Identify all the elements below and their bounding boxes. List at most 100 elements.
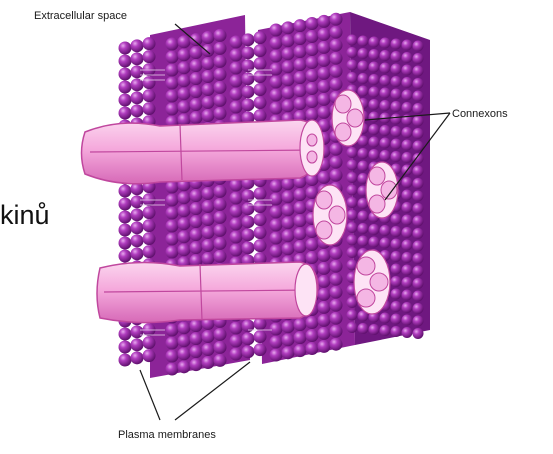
lipid-bead: [369, 49, 380, 60]
lipid-bead: [270, 245, 283, 258]
lipid-bead: [330, 169, 343, 182]
lipid-bead: [242, 98, 255, 111]
lipid-bead: [270, 89, 283, 102]
lipid-bead: [119, 211, 132, 224]
lipid-bead: [166, 207, 179, 220]
lipid-bead: [330, 52, 343, 65]
lipid-bead: [306, 56, 319, 69]
lipid-bead: [402, 315, 413, 326]
lipid-bead: [119, 94, 132, 107]
lipid-bead: [347, 47, 358, 58]
lipid-bead: [282, 60, 295, 73]
lipid-bead: [119, 107, 132, 120]
lipid-bead: [402, 227, 413, 238]
lipid-bead: [413, 278, 424, 289]
lipid-bead: [358, 323, 369, 334]
lipid-bead: [318, 314, 331, 327]
lipid-bead: [369, 74, 380, 85]
lipid-bead: [254, 187, 267, 200]
lipid-bead: [190, 358, 203, 371]
lipid-bead: [402, 52, 413, 63]
lipid-bead: [282, 216, 295, 229]
lipid-bead: [391, 76, 402, 87]
lipid-bead: [413, 241, 424, 252]
lipid-bead: [413, 191, 424, 202]
lipid-bead: [391, 126, 402, 137]
lipid-bead: [242, 72, 255, 85]
lipid-bead: [330, 78, 343, 91]
lipid-bead: [214, 341, 227, 354]
lipid-bead: [202, 109, 215, 122]
lipid-bead: [402, 152, 413, 163]
lipid-bead: [369, 149, 380, 160]
lipid-bead: [270, 219, 283, 232]
lipid-bead: [254, 44, 267, 57]
lipid-bead: [358, 161, 369, 172]
lipid-bead: [254, 109, 267, 122]
lipid-bead: [330, 13, 343, 26]
connexon-1: [332, 90, 364, 146]
lipid-bead: [306, 82, 319, 95]
lipid-bead: [230, 75, 243, 88]
lipid-bead: [347, 210, 358, 221]
lipid-bead: [214, 237, 227, 250]
lipid-bead: [242, 345, 255, 358]
lipid-bead: [214, 29, 227, 42]
lipid-bead: [369, 224, 380, 235]
lipid-bead: [306, 251, 319, 264]
lipid-bead: [318, 80, 331, 93]
lipid-bead: [294, 331, 307, 344]
lipid-bead: [254, 96, 267, 109]
lipid-bead: [380, 325, 391, 336]
lipid-bead: [166, 90, 179, 103]
lipid-bead: [202, 226, 215, 239]
lipid-bead: [391, 326, 402, 337]
lipid-bead: [330, 299, 343, 312]
lipid-bead: [202, 57, 215, 70]
lipid-bead: [143, 232, 156, 245]
lipid-bead: [254, 57, 267, 70]
lipid-bead: [214, 250, 227, 263]
lipid-bead: [242, 33, 255, 46]
lipid-bead: [119, 55, 132, 68]
lipid-bead: [380, 138, 391, 149]
lipid-bead: [402, 327, 413, 338]
lipid-bead: [282, 242, 295, 255]
lipid-bead: [318, 67, 331, 80]
lipid-bead: [391, 251, 402, 262]
lipid-bead: [166, 38, 179, 51]
lipid-bead: [242, 85, 255, 98]
lipid-bead: [119, 185, 132, 198]
lipid-bead: [380, 125, 391, 136]
lipid-bead: [347, 35, 358, 46]
lipid-bead: [347, 172, 358, 183]
lipid-bead: [230, 49, 243, 62]
lipid-bead: [294, 214, 307, 227]
lipid-bead: [330, 286, 343, 299]
lipid-bead: [294, 188, 307, 201]
lipid-bead: [202, 187, 215, 200]
lipid-bead: [190, 189, 203, 202]
lipid-bead: [190, 33, 203, 46]
lipid-bead: [190, 98, 203, 111]
lipid-bead: [230, 62, 243, 75]
lipid-bead: [369, 124, 380, 135]
lipid-bead: [330, 39, 343, 52]
lipid-bead: [166, 51, 179, 64]
lipid-bead: [318, 262, 331, 275]
lipid-bead: [143, 76, 156, 89]
lipid-bead: [282, 47, 295, 60]
lipid-bead: [119, 68, 132, 81]
lipid-bead: [369, 62, 380, 73]
lipid-bead: [202, 213, 215, 226]
connexon-4: [354, 250, 390, 314]
lipid-bead: [294, 32, 307, 45]
lipid-bead: [318, 93, 331, 106]
lipid-bead: [131, 104, 144, 117]
lipid-bead: [214, 107, 227, 120]
lipid-bead: [230, 36, 243, 49]
lipid-bead: [413, 78, 424, 89]
lipid-bead: [282, 320, 295, 333]
lipid-bead: [358, 61, 369, 72]
lipid-bead: [119, 42, 132, 55]
